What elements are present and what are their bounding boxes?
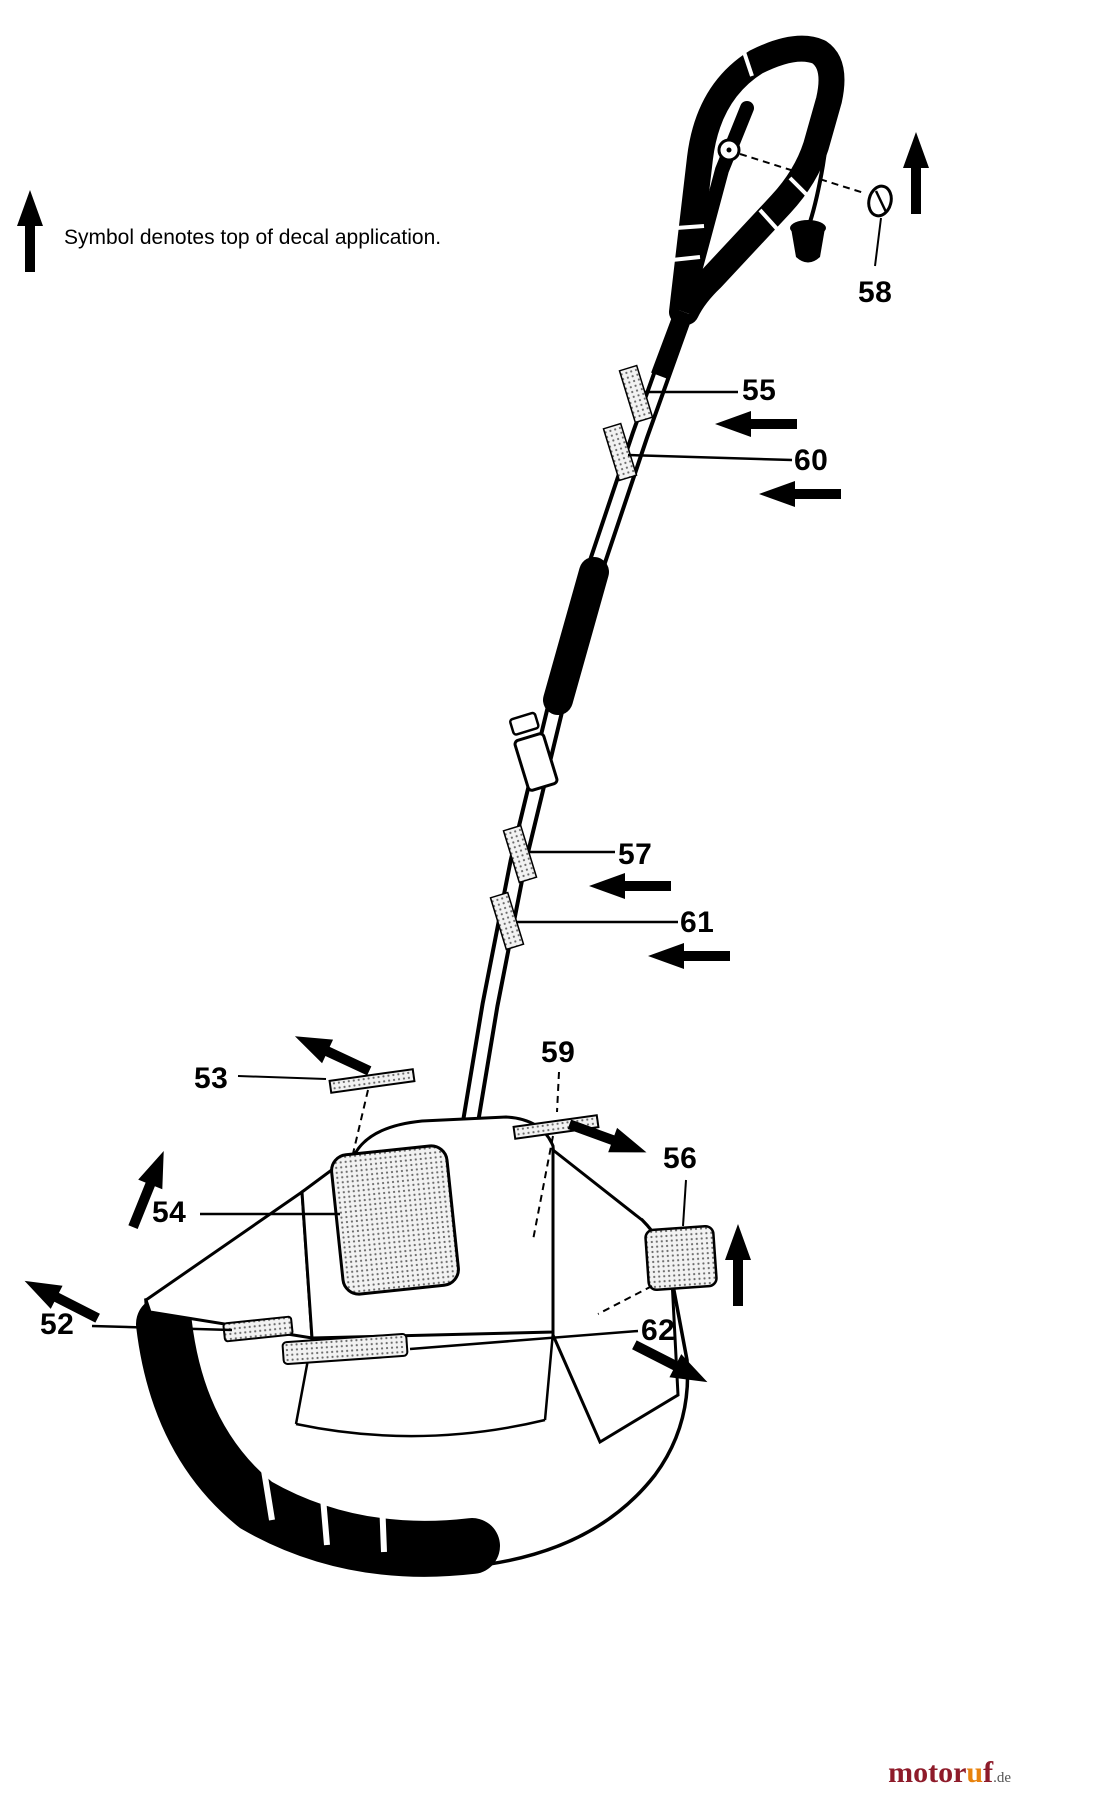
callout-55: 55 — [742, 374, 777, 407]
callout-52: 52 — [40, 1308, 75, 1341]
legend-up-arrow-icon — [17, 190, 43, 272]
scoop-front-lip — [136, 1296, 500, 1577]
leader-58-dashed — [739, 153, 865, 194]
leader-59-dashed — [532, 1135, 554, 1241]
pivot-center — [726, 147, 732, 153]
arrow-56-icon — [725, 1224, 751, 1306]
decal-53 — [328, 1068, 416, 1094]
arrow-53-icon — [289, 1024, 375, 1083]
callout-57: 57 — [618, 838, 653, 871]
watermark-suffix: .de — [993, 1770, 1011, 1786]
plug-body — [791, 228, 825, 263]
callout-59: 59 — [541, 1036, 576, 1069]
leader-59-dashed-top — [556, 1071, 560, 1113]
leader-62 — [409, 1329, 639, 1351]
watermark-part3: f — [983, 1756, 994, 1789]
arrow-55-icon — [715, 411, 797, 437]
callout-56: 56 — [663, 1142, 698, 1175]
arrow-60-icon — [759, 481, 841, 507]
shaft-interior — [464, 310, 690, 1126]
shaft-upper-black — [651, 308, 693, 380]
part-58-washer — [739, 153, 893, 267]
legend-text: Symbol denotes top of decal application. — [64, 226, 442, 249]
leader-52 — [91, 1324, 233, 1332]
decal-59 — [512, 1114, 600, 1140]
handle-assembly — [669, 35, 845, 325]
callout-61: 61 — [680, 906, 715, 939]
handle-inner-bar — [677, 101, 754, 319]
decal-54 — [330, 1144, 460, 1296]
decal-56 — [644, 1224, 718, 1292]
watermark-part1: motor — [888, 1756, 967, 1789]
watermark-logo: motoruf.de — [888, 1756, 1011, 1790]
decal-60 — [602, 422, 638, 482]
d-grip-loop — [669, 35, 845, 325]
leader-60 — [627, 453, 793, 462]
decal-61 — [489, 891, 525, 951]
leader-lines — [91, 390, 793, 1351]
decal-strip-small — [222, 1315, 294, 1343]
arrow-58-icon — [903, 132, 929, 214]
leader-58 — [874, 217, 882, 267]
decal-57 — [502, 824, 538, 884]
callout-60: 60 — [794, 444, 829, 477]
leader-53 — [237, 1075, 327, 1080]
foam-grip — [543, 557, 609, 715]
arrow-57-icon — [589, 873, 671, 899]
watermark-part2: u — [966, 1756, 984, 1789]
shaft-assembly — [460, 308, 693, 1127]
decal-55 — [618, 364, 654, 424]
decal-62 — [281, 1332, 409, 1366]
grip-segments — [671, 51, 810, 262]
callout-54: 54 — [152, 1196, 187, 1229]
callout-53: 53 — [194, 1062, 229, 1095]
shaft-coupling — [509, 711, 559, 792]
washer-58-slot — [874, 190, 888, 213]
callout-58: 58 — [858, 276, 893, 309]
scoop-assembly — [136, 1068, 718, 1577]
shaft-outline — [460, 308, 693, 1127]
callout-62: 62 — [641, 1314, 676, 1347]
leader-56 — [682, 1179, 687, 1227]
leader-56-dashed — [597, 1285, 653, 1315]
arrow-61-icon — [648, 943, 730, 969]
lip-slots — [259, 1457, 387, 1553]
